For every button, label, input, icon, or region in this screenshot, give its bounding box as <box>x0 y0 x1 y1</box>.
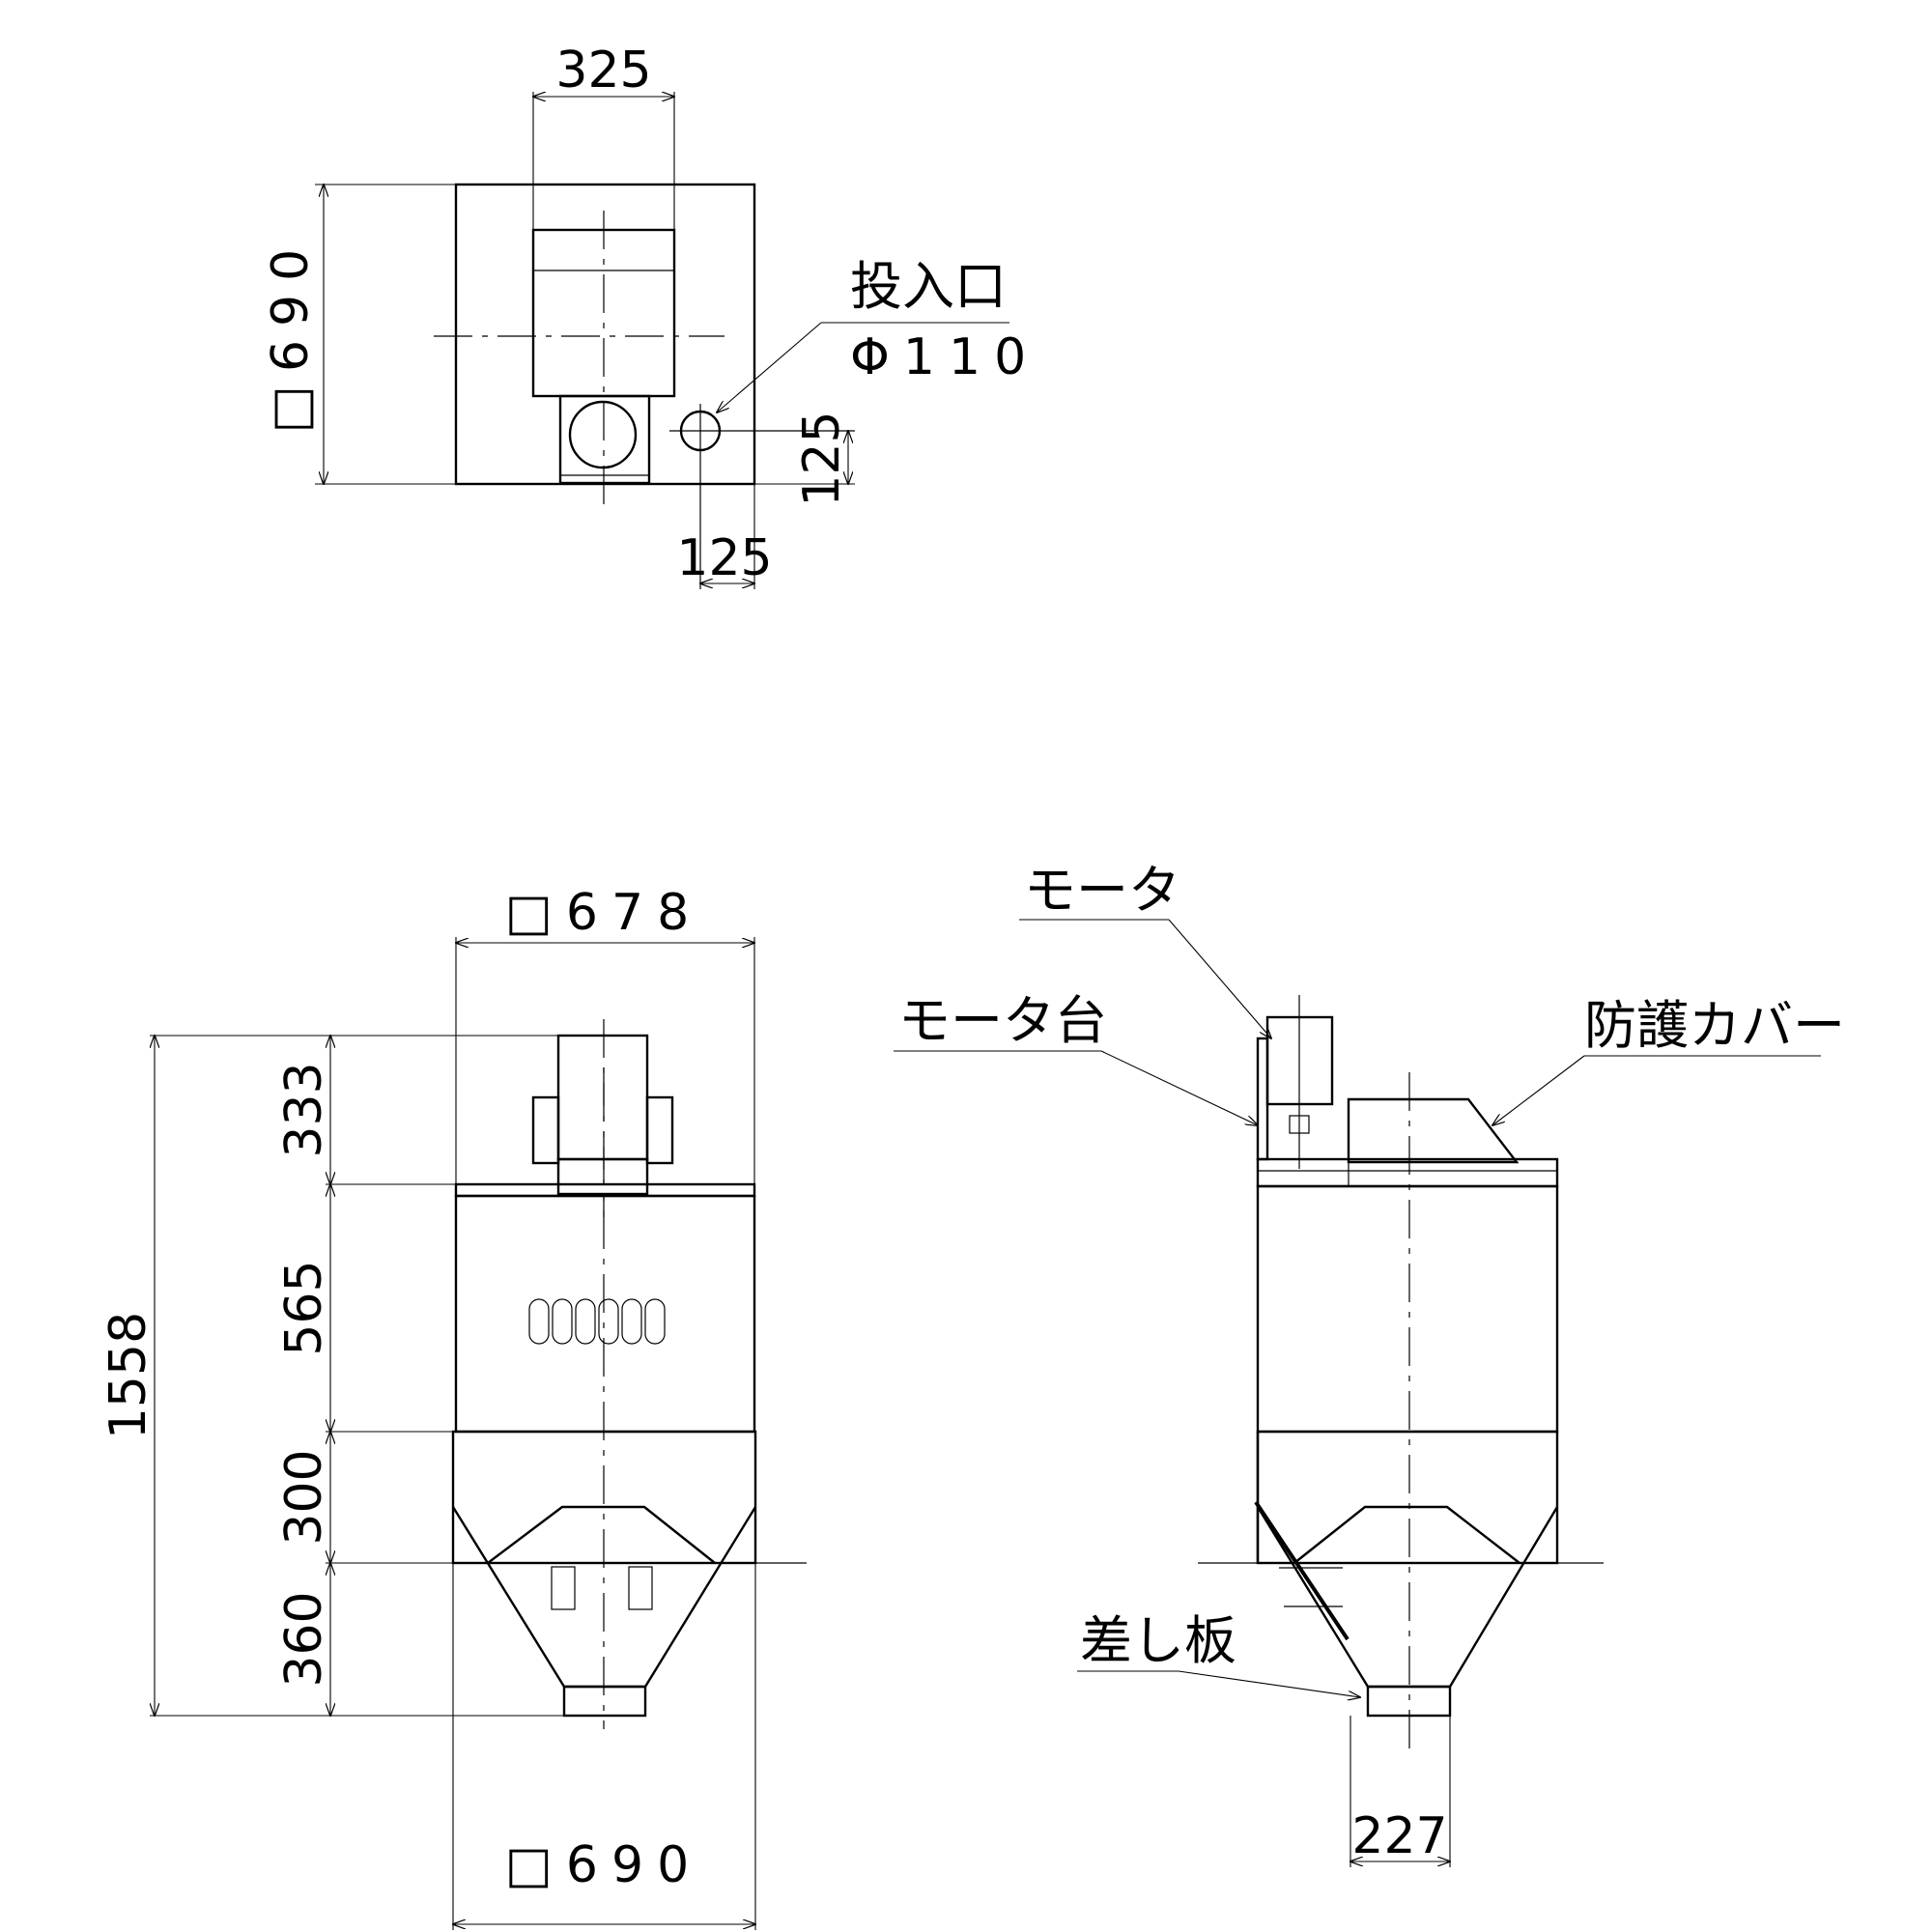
sight-windows <box>528 1298 666 1345</box>
label-slide-plate: 差し板 <box>1080 1610 1236 1671</box>
dim-690-vertical: □690 <box>262 236 320 433</box>
callout-inlet-size: Φ110 <box>850 328 1039 386</box>
callout-inlet-label: 投入口 <box>850 256 1007 317</box>
dim-1558: 1558 <box>99 1312 157 1439</box>
dim-678: □678 <box>505 884 702 942</box>
side-view: モータ モータ台 防護カバー 差し板 227 <box>894 860 1845 1867</box>
dim-300: 300 <box>275 1449 333 1545</box>
dim-360: 360 <box>275 1591 333 1687</box>
label-motor-base: モータ台 <box>898 990 1107 1051</box>
dim-125-horizontal: 125 <box>676 529 772 587</box>
top-view: 325 □690 投入口 Φ110 125 125 <box>262 42 1039 589</box>
dim-565: 565 <box>275 1260 333 1355</box>
dim-690-bottom: □690 <box>505 1836 702 1894</box>
dim-125-vertical: 125 <box>793 411 851 506</box>
label-protective-cover: 防護カバー <box>1584 995 1845 1056</box>
dim-333: 333 <box>275 1062 333 1157</box>
label-motor: モータ <box>1024 860 1180 921</box>
front-view: □678 □690 1558 333 565 300 360 <box>99 884 807 1930</box>
dim-325: 325 <box>555 42 651 99</box>
dim-227: 227 <box>1351 1807 1447 1865</box>
